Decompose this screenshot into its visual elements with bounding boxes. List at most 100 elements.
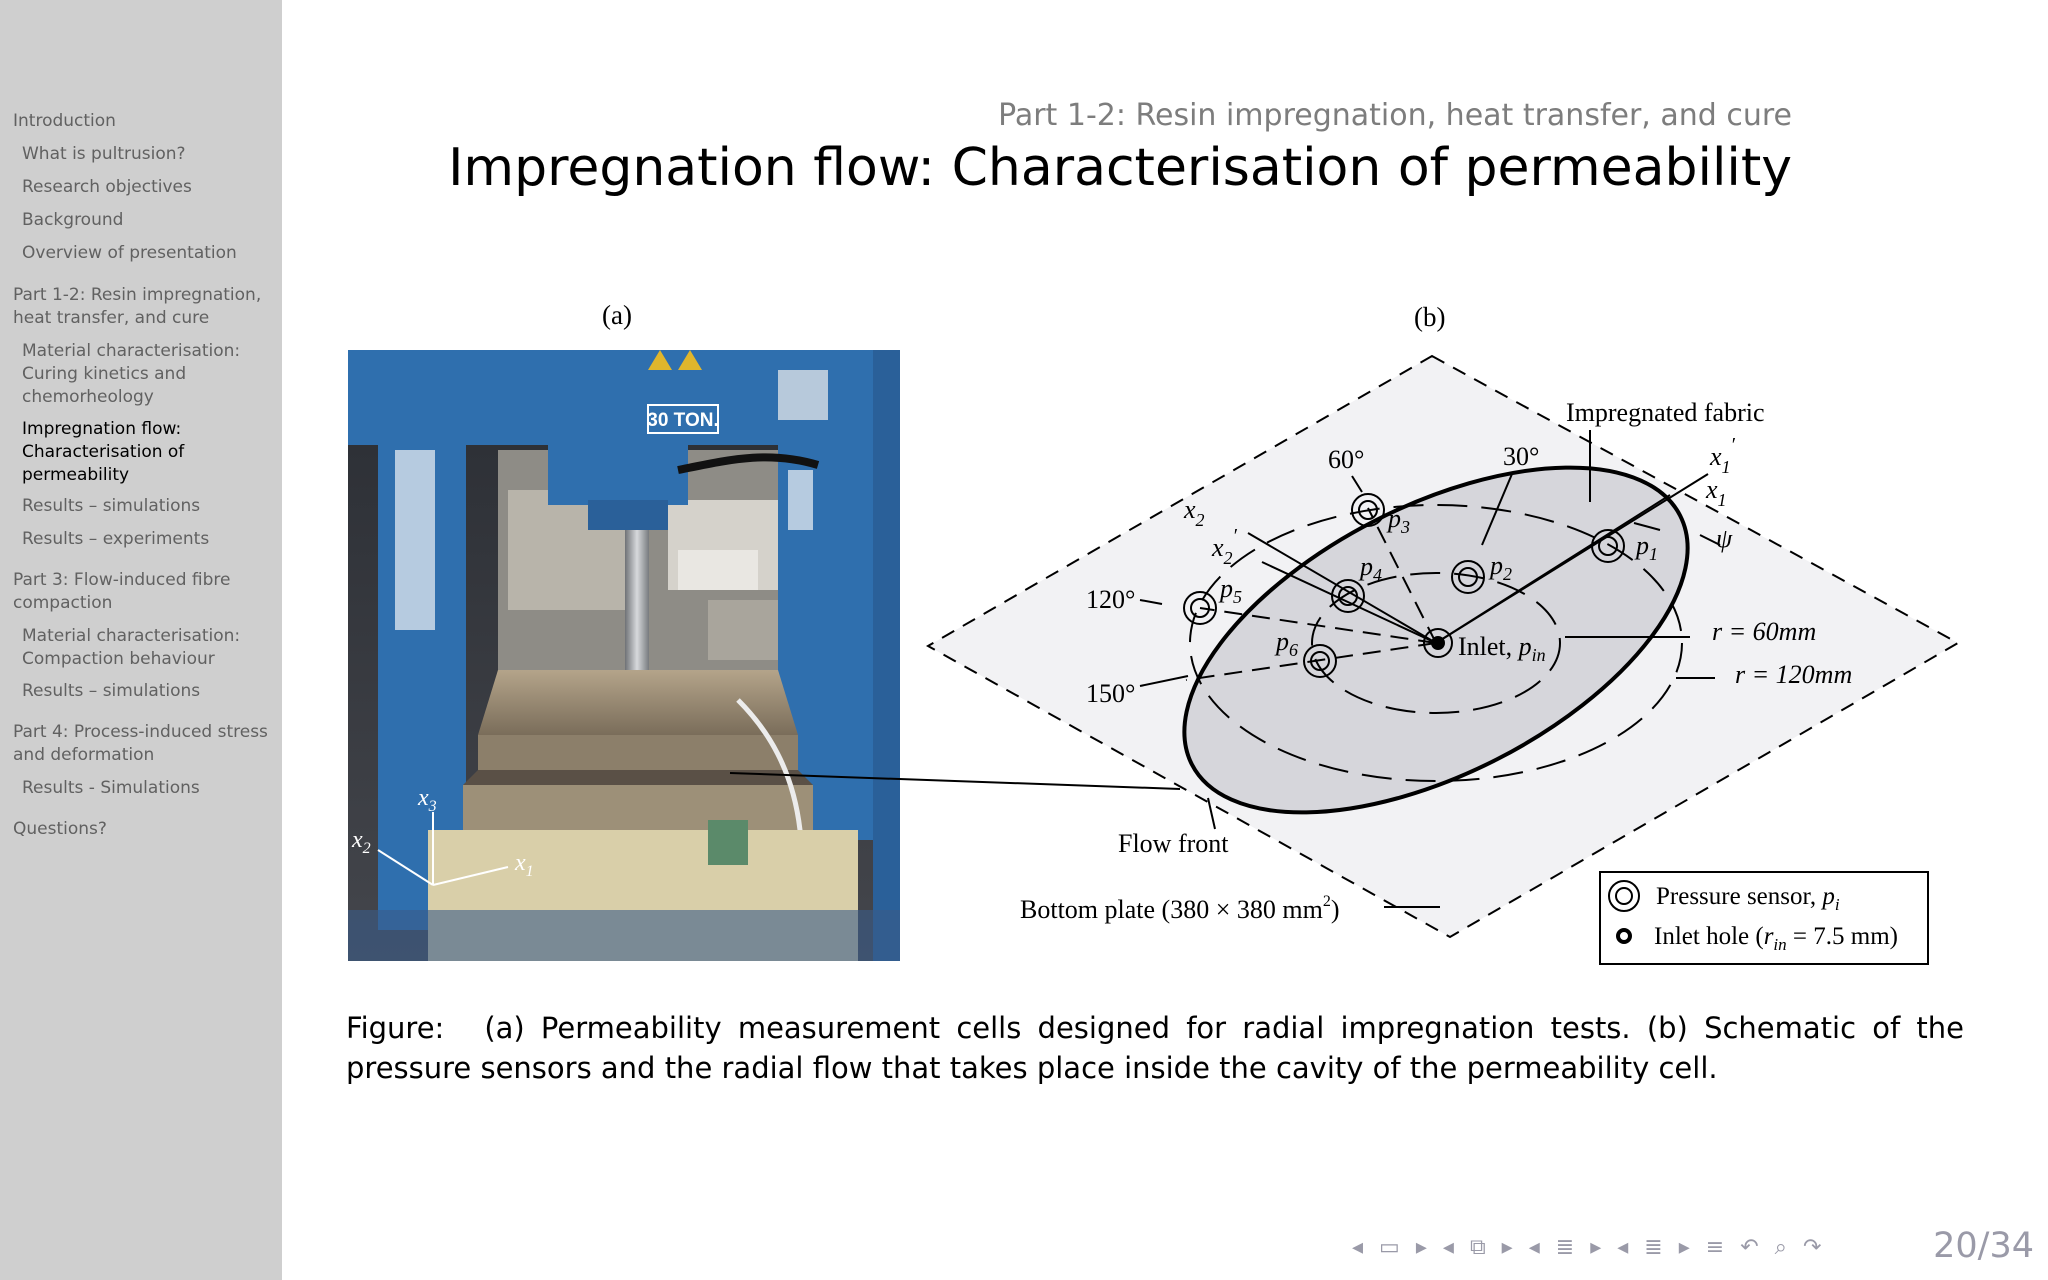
pressure-sensor-p3 — [1351, 493, 1385, 527]
legend-pressure-sub: i — [1835, 895, 1840, 914]
x1prime-sub: 1 — [1722, 457, 1731, 477]
sidebar-item-results-simulations[interactable]: Results – simulations — [22, 496, 201, 516]
press-sign-text: 30 TON. — [647, 410, 718, 431]
inlet-p: p — [1517, 632, 1532, 661]
sidebar-section-part-1-2[interactable]: Part 1-2: Resin impregnation, heat trans… — [13, 285, 262, 328]
legend-inlet-sub: in — [1773, 935, 1786, 954]
sidebar-item-background[interactable]: Background — [22, 210, 124, 230]
frame-title: Impregnation flow: Characterisation of p… — [448, 138, 1792, 198]
x2-label: x — [1183, 495, 1196, 524]
svg-text:x2′: x2′ — [1211, 525, 1238, 568]
photo-axis-x1: x — [514, 850, 526, 876]
sidebar-item-results-simulations-3[interactable]: Results - Simulations — [22, 778, 200, 798]
angle-60-label: 60° — [1328, 445, 1364, 474]
svg-text:p3: p3 — [1386, 504, 1410, 537]
caption-prefix: Figure: — [346, 1011, 445, 1045]
svg-text:x3: x3 — [417, 785, 437, 815]
panel-a-label: (a) — [602, 300, 632, 330]
impregnated-fabric-label: Impregnated fabric — [1566, 398, 1765, 427]
sensor-spokes — [1185, 507, 1437, 681]
p1-label: p — [1634, 531, 1649, 560]
page-number: 20/34 — [1933, 1226, 2034, 1266]
sidebar-item-compaction-behaviour[interactable]: Material characterisation: Compaction be… — [22, 626, 241, 669]
pressure-sensor-p5 — [1183, 591, 1217, 625]
appendix-icon[interactable]: ≡ — [1705, 1234, 1725, 1260]
arrow-right-icon[interactable]: ▸ — [1415, 1234, 1427, 1260]
angle-150-label: 150° — [1086, 679, 1135, 708]
photo-axis-x2-sub: 2 — [363, 840, 371, 857]
search-icon[interactable]: ⌕ — [1774, 1234, 1787, 1260]
svg-text:p1: p1 — [1634, 531, 1658, 564]
arrow-right-icon[interactable]: ▸ — [1501, 1234, 1513, 1260]
p4-sub: 4 — [1373, 565, 1382, 585]
x1prime-label: x — [1709, 442, 1722, 471]
sidebar-section-part-3[interactable]: Part 3: Flow-induced fibre compaction — [13, 570, 231, 613]
inlet-label: Inlet, — [1458, 632, 1519, 661]
redo-icon[interactable]: ↷ — [1802, 1234, 1822, 1260]
p6-label: p — [1274, 627, 1289, 656]
bottom-plate-end: ) — [1331, 895, 1340, 924]
subsection-icon[interactable]: ⧉ — [1469, 1234, 1486, 1260]
p2-label: p — [1488, 551, 1503, 580]
toc-icon[interactable]: ≣ — [1644, 1234, 1663, 1260]
x2prime-label: x — [1211, 533, 1224, 562]
undo-icon[interactable]: ↶ — [1740, 1234, 1759, 1260]
r60-label: r = 60mm — [1712, 617, 1816, 646]
x1prime-mark: ′ — [1731, 434, 1736, 456]
p3-label: p — [1386, 504, 1401, 533]
arrow-left-icon[interactable]: ◂ — [1352, 1234, 1364, 1260]
pressure-sensor-p4 — [1331, 579, 1365, 613]
legend-inlet-end: = 7.5 mm) — [1787, 923, 1898, 950]
sidebar-section-part-4[interactable]: Part 4: Process-induced stress and defor… — [13, 722, 268, 765]
p4-label: p — [1358, 552, 1373, 581]
sidebar-item-permeability-active[interactable]: Impregnation flow: Characterisation of p… — [22, 419, 185, 485]
sidebar-item-research-objectives[interactable]: Research objectives — [22, 177, 192, 197]
x1-label: x — [1705, 475, 1718, 504]
p6-sub: 6 — [1289, 640, 1298, 660]
sidebar-item-results-experiments[interactable]: Results – experiments — [22, 529, 210, 549]
sidebar-item-curing-kinetics[interactable]: Material characterisation: Curing kineti… — [22, 341, 241, 407]
sidebar-section-introduction[interactable]: Introduction — [13, 111, 116, 131]
arrow-left-icon[interactable]: ◂ — [1617, 1234, 1629, 1260]
p5-sub: 5 — [1233, 587, 1242, 607]
legend-inlet-hole-icon — [1616, 928, 1632, 944]
axis-lines — [1247, 473, 1709, 644]
legend-pressure-sensor-icon — [1608, 880, 1640, 912]
svg-text:p4: p4 — [1358, 552, 1382, 585]
svg-text:Pressure sensor, pi: Pressure sensor, pi — [1656, 883, 1840, 914]
arrow-right-icon[interactable]: ▸ — [1678, 1234, 1690, 1260]
svg-text:x1: x1 — [1705, 475, 1727, 510]
arrow-left-icon[interactable]: ◂ — [1442, 1234, 1454, 1260]
photo-axis-x1-sub: 1 — [526, 863, 534, 880]
inlet-sub: in — [1532, 645, 1546, 665]
caption-text: (a) Permeability measurement cells desig… — [346, 1011, 1964, 1085]
svg-text:p2: p2 — [1488, 551, 1512, 584]
p2-sub: 2 — [1503, 564, 1512, 584]
photo-axis-x2: x — [351, 827, 363, 853]
x1-sub: 1 — [1718, 490, 1727, 510]
r60-circle — [1311, 572, 1561, 714]
arrow-left-icon[interactable]: ◂ — [1528, 1234, 1540, 1260]
press-photo: 30 TON. x3 x2 x1 — [348, 350, 900, 961]
legend-inlet-label: Inlet hole ( — [1654, 923, 1764, 950]
svg-text:x2: x2 — [1183, 495, 1205, 530]
figure-caption: Figure:(a) Permeability measurement cell… — [346, 1008, 1964, 1088]
section-icon[interactable]: ≣ — [1555, 1234, 1575, 1260]
legend-pressure-label: Pressure sensor, — [1656, 883, 1822, 910]
frame-icon[interactable]: ▭ — [1379, 1234, 1400, 1260]
sidebar-navigation: Introduction What is pultrusion? Researc… — [0, 0, 282, 1280]
sidebar-section-questions[interactable]: Questions? — [13, 819, 107, 839]
r120-circle — [1189, 504, 1683, 782]
sidebar-item-results-simulations-2[interactable]: Results – simulations — [22, 681, 201, 701]
pressure-sensor-p6 — [1303, 644, 1337, 678]
svg-text:Bottom plate (380 × 380 mm2): Bottom plate (380 × 380 mm2) — [1020, 893, 1339, 924]
arrow-right-icon[interactable]: ▸ — [1590, 1234, 1602, 1260]
angle-30-label: 30° — [1503, 442, 1539, 471]
angle-120-label: 120° — [1086, 585, 1135, 614]
inlet-hole — [1423, 628, 1453, 658]
psi-label: ψ — [1716, 524, 1733, 553]
p1-sub: 1 — [1649, 544, 1658, 564]
r120-label: r = 120mm — [1735, 660, 1852, 689]
sidebar-item-overview[interactable]: Overview of presentation — [22, 243, 237, 263]
sidebar-item-what-is-pultrusion[interactable]: What is pultrusion? — [22, 144, 186, 164]
